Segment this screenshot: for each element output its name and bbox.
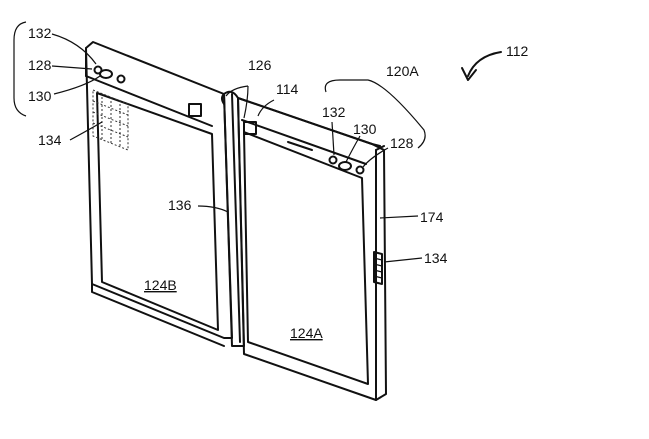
left-screen	[96, 92, 219, 331]
label-124a: 124A	[290, 325, 323, 341]
right-camera-130-ring	[338, 161, 352, 171]
right-side-sensor	[373, 251, 383, 285]
device-arrow	[467, 51, 502, 77]
device-arrow-head	[461, 67, 477, 81]
label-130-left: 130	[28, 88, 52, 104]
left-panel-bottom	[91, 283, 225, 347]
label-114: 114	[276, 81, 299, 97]
right-camera-132-dot	[328, 155, 338, 165]
label-132-right: 132	[322, 104, 346, 120]
label-136: 136	[168, 197, 192, 213]
group-120a-bracket	[324, 79, 426, 149]
left-camera-130-ring	[99, 69, 113, 79]
hinge-top-curve	[221, 93, 225, 105]
left-sensor-grid	[92, 89, 129, 151]
leader-lines	[51, 33, 423, 263]
right-screen	[243, 131, 369, 385]
label-132-left: 132	[28, 25, 52, 41]
right-speaker-slot	[287, 141, 313, 151]
label-128-left: 128	[28, 57, 52, 73]
right-panel-top-edge	[237, 97, 381, 147]
left-camera-128-dot	[93, 65, 103, 75]
label-120a: 120A	[386, 63, 419, 79]
label-124b: 124B	[144, 277, 177, 293]
label-126: 126	[248, 57, 272, 73]
label-134-left: 134	[38, 132, 62, 148]
label-112: 112	[506, 43, 529, 59]
right-panel-corner	[375, 145, 385, 151]
label-134-right: 134	[424, 250, 448, 266]
left-camera-132-dot	[116, 74, 126, 84]
right-panel-bezel-line	[241, 119, 367, 165]
hinge-box-left	[188, 103, 202, 117]
left-panel-frame	[85, 41, 233, 339]
left-bracket	[13, 21, 27, 117]
right-camera-128-dot	[355, 165, 365, 175]
hinge-center-line	[231, 93, 241, 343]
label-128-right: 128	[390, 135, 414, 151]
left-panel-bezel-line	[85, 75, 213, 127]
label-174: 174	[420, 209, 444, 225]
label-130-right: 130	[353, 121, 377, 137]
